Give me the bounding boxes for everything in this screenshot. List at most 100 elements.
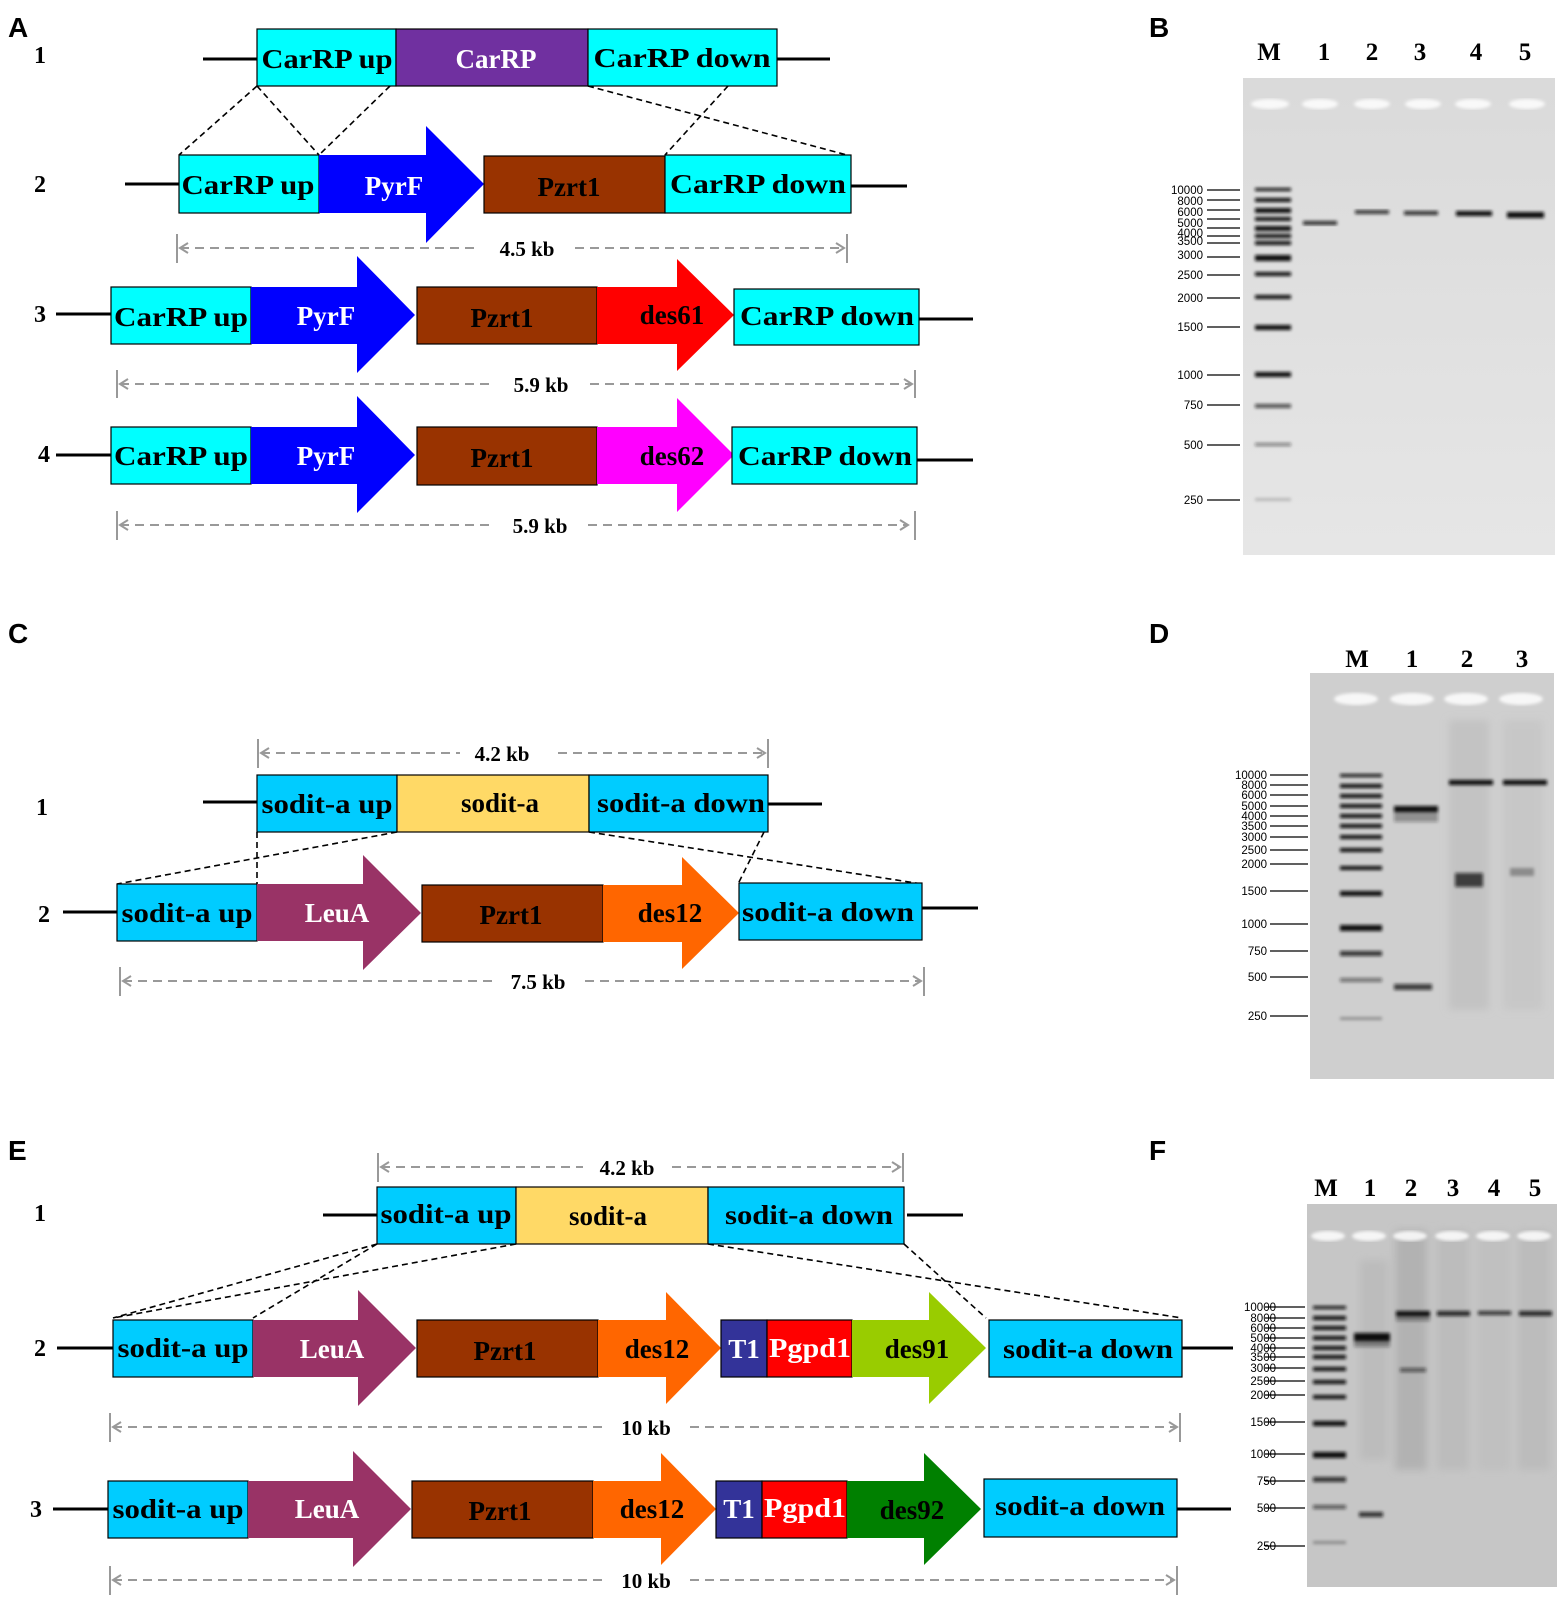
ladder-bands	[1313, 1306, 1346, 1544]
block-label: sodit-a	[569, 1201, 648, 1231]
gene-block	[112, 1319, 254, 1378]
ladder-label: 6000	[1177, 207, 1203, 219]
gene-block	[988, 1319, 1183, 1378]
construct-a1: CarRP up CarRP CarRP down	[203, 28, 830, 87]
block-label: des92	[880, 1495, 945, 1525]
sample-bands	[1394, 780, 1547, 990]
panel-e: E 4.2 kb 1 sodit-a up sodit-a sodit-a do…	[8, 1135, 1233, 1595]
block-label: CarRP down	[670, 169, 846, 199]
promoter-block	[411, 1480, 594, 1539]
gel-wells	[1311, 1231, 1551, 1241]
ladder-label: 500	[1248, 972, 1267, 984]
ladder-label: 2000	[1241, 859, 1267, 871]
ladder-label: 2000	[1177, 293, 1203, 305]
panel-a: A 1 CarRP up CarRP CarRP down 2	[8, 12, 973, 540]
ladder-label: 4000	[1241, 811, 1267, 823]
gene-arrow	[593, 1453, 716, 1565]
row-label: 1	[36, 795, 48, 821]
size-label: 4.2 kb	[600, 1156, 655, 1180]
block-label: sodit-a up	[122, 898, 253, 928]
ladder-label: 4000	[1177, 228, 1203, 240]
ladder-label: 3000	[1250, 1363, 1276, 1375]
promoter-block	[416, 1319, 599, 1378]
ladder-label: 4000	[1250, 1343, 1276, 1355]
lane-label: 4	[1470, 39, 1483, 66]
panel-d: D M 1 2 3	[1149, 618, 1554, 1079]
promoter-block	[416, 286, 598, 345]
ladder-label: 1000	[1241, 919, 1267, 931]
size-label: 5.9 kb	[513, 514, 568, 538]
ladder-labels: 10000 8000 6000 5000 4000 3500 3000 2500…	[1244, 1302, 1276, 1553]
gel-image	[1307, 1204, 1557, 1587]
panel-b: B M 1 2 3 4 5	[1149, 12, 1555, 555]
ladder-label: 500	[1257, 1503, 1276, 1515]
construct-a3: CarRP up PyrF Pzrt1 des61 CarRP down	[56, 256, 973, 373]
construct-c1: sodit-a up sodit-a sodit-a down	[203, 774, 822, 833]
block-label: CarRP up	[262, 44, 393, 74]
lane-label: 5	[1529, 1175, 1542, 1202]
promoter-block	[483, 155, 666, 214]
ladder-label: 8000	[1241, 780, 1267, 792]
lane-label: 1	[1318, 39, 1331, 66]
sample-bands	[1303, 210, 1544, 225]
ladder-label: 6000	[1241, 790, 1267, 802]
gene-block	[395, 28, 589, 87]
construct-c2: sodit-a up LeuA Pzrt1 des12 sodit-a down	[63, 855, 978, 970]
ladder-label: 3500	[1177, 236, 1203, 248]
ladder-label: 2500	[1177, 270, 1203, 282]
gene-arrow	[319, 126, 484, 243]
ladder-label: 3500	[1241, 821, 1267, 833]
gene-block	[733, 288, 920, 346]
gene-block	[256, 28, 397, 87]
gene-block	[256, 774, 398, 833]
ladder-label: 750	[1248, 946, 1267, 958]
panel-label-d: D	[1149, 618, 1169, 649]
gene-arrow	[597, 259, 734, 371]
block-label: LeuA	[300, 1334, 365, 1364]
gel-wells	[1334, 693, 1543, 705]
ladder-label: 10000	[1235, 770, 1267, 782]
ladder-label: 1500	[1250, 1417, 1276, 1429]
gene-block	[396, 774, 590, 833]
gene-block	[107, 1480, 249, 1539]
ladder-label: 3500	[1250, 1352, 1276, 1364]
block-label: CarRP down	[594, 43, 771, 73]
block-label: LeuA	[295, 1494, 360, 1524]
ladder-label: 250	[1248, 1011, 1267, 1023]
construct-e3: sodit-a up LeuA Pzrt1 des12 T1 Pgpd1 des…	[53, 1451, 1231, 1567]
gene-block	[664, 154, 852, 214]
lane-label: 2	[1366, 39, 1379, 66]
construct-e2: sodit-a up LeuA Pzrt1 des12 T1 Pgpd1 des…	[57, 1290, 1233, 1406]
block-label: sodit-a down	[725, 1200, 893, 1230]
ladder-label: 3000	[1177, 250, 1203, 262]
promoter-block	[761, 1480, 848, 1539]
gene-arrow	[603, 857, 739, 969]
gene-arrow	[598, 1292, 721, 1404]
block-label: des62	[640, 441, 705, 471]
block-label: sodit-a down	[1003, 1334, 1173, 1364]
block-label: Pzrt1	[480, 900, 543, 930]
block-label: T1	[728, 1334, 760, 1364]
ladder-label: 3000	[1241, 832, 1267, 844]
lane-label: M	[1314, 1175, 1338, 1202]
ladder-bands	[1255, 188, 1291, 501]
block-label: CarRP up	[182, 170, 315, 200]
row-label: 2	[34, 1336, 46, 1362]
block-label: PyrF	[365, 171, 423, 201]
lane-label: 2	[1405, 1175, 1418, 1202]
ladder-label: 2000	[1250, 1390, 1276, 1402]
ladder-label: 2500	[1241, 845, 1267, 857]
ladder-labels: 10000 8000 6000 5000 4000 3500 3000 2500…	[1235, 770, 1267, 1023]
ladder-label: 1000	[1177, 370, 1203, 382]
construct-a2: CarRP up PyrF Pzrt1 CarRP down	[125, 126, 907, 243]
gene-block	[110, 426, 252, 485]
size-indicator	[116, 511, 916, 540]
block-label: Pzrt1	[471, 303, 534, 333]
block-label: sodit-a up	[118, 1333, 249, 1363]
block-label: Pzrt1	[471, 443, 534, 473]
block-label: des12	[620, 1494, 685, 1524]
lane-label: 3	[1516, 646, 1529, 673]
block-label: des12	[625, 1334, 690, 1364]
ladder-labels: 10000 8000 6000 5000 4000 3500 3000 2500…	[1171, 185, 1203, 507]
terminator-block	[715, 1480, 763, 1539]
